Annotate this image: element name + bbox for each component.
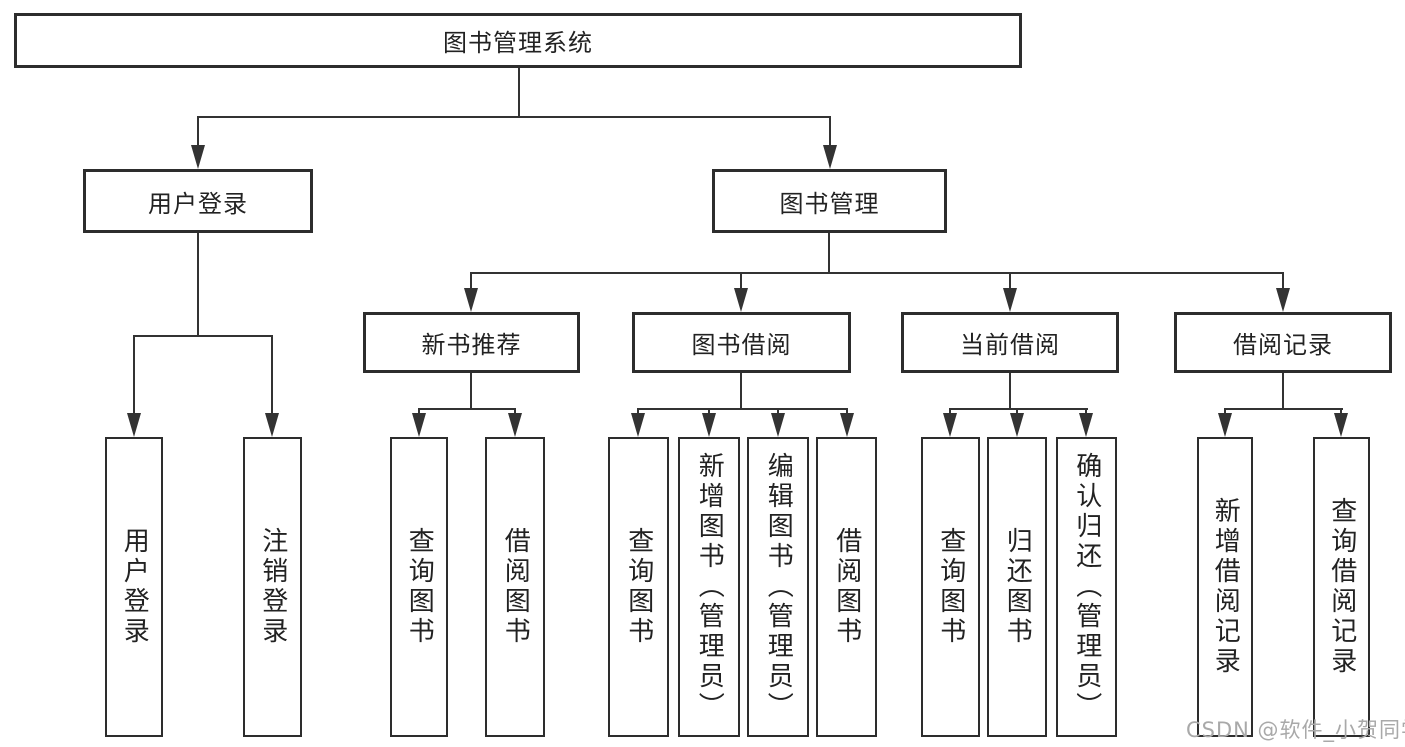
leaf-borrow-books-recommend: 借阅图书 [485, 437, 545, 737]
leaf-return-books: 归还图书 [987, 437, 1047, 737]
leaf-query-books-borrow: 查询图书 [608, 437, 669, 737]
csdn-watermark: CSDN @软件_小贺同学 [1186, 718, 1405, 742]
leaf-borrow-books-label: 借阅图书 [831, 527, 862, 647]
node-new-book-recommend: 新书推荐 [363, 312, 580, 373]
leaf-add-borrow-record-label: 新增借阅记录 [1210, 497, 1241, 677]
leaf-query-books-borrow-label: 查询图书 [623, 527, 654, 647]
leaf-add-books-admin: 新增图书（管理员） [678, 437, 740, 737]
leaf-confirm-return-admin: 确认归还（管理员） [1056, 437, 1117, 737]
node-book-borrow-label: 图书借阅 [691, 331, 792, 359]
node-book-management: 图书管理 [712, 169, 947, 233]
leaf-query-books-current: 查询图书 [921, 437, 980, 737]
node-book-borrow: 图书借阅 [632, 312, 851, 373]
node-borrow-records-label: 借阅记录 [1233, 331, 1333, 359]
leaf-edit-books-admin: 编辑图书（管理员） [747, 437, 809, 737]
leaf-add-borrow-record: 新增借阅记录 [1197, 437, 1253, 737]
node-user-login: 用户登录 [83, 169, 313, 233]
leaf-query-borrow-record: 查询借阅记录 [1313, 437, 1370, 737]
leaf-borrow-books: 借阅图书 [816, 437, 877, 737]
leaf-add-books-admin-label: 新增图书（管理员） [694, 452, 725, 722]
leaf-borrow-books-recommend-label: 借阅图书 [500, 527, 531, 647]
leaf-query-books-recommend: 查询图书 [390, 437, 448, 737]
leaf-logout: 注销登录 [243, 437, 302, 737]
leaf-user-login-label: 用户登录 [119, 527, 150, 647]
leaf-logout-label: 注销登录 [257, 527, 288, 647]
node-new-book-recommend-label: 新书推荐 [421, 331, 522, 359]
node-user-login-label: 用户登录 [148, 189, 248, 218]
node-book-management-label: 图书管理 [779, 189, 880, 218]
node-current-borrow: 当前借阅 [901, 312, 1119, 373]
leaf-confirm-return-admin-label: 确认归还（管理员） [1071, 452, 1102, 722]
leaf-user-login: 用户登录 [105, 437, 163, 737]
leaf-edit-books-admin-label: 编辑图书（管理员） [763, 452, 794, 722]
leaf-query-borrow-record-label: 查询借阅记录 [1326, 497, 1357, 677]
node-current-borrow-label: 当前借阅 [960, 331, 1060, 359]
node-borrow-records: 借阅记录 [1174, 312, 1392, 373]
leaf-query-books-recommend-label: 查询图书 [404, 527, 435, 647]
node-root: 图书管理系统 [14, 13, 1022, 68]
leaf-return-books-label: 归还图书 [1002, 527, 1033, 647]
node-root-label: 图书管理系统 [443, 29, 593, 57]
leaf-query-books-current-label: 查询图书 [935, 527, 966, 647]
